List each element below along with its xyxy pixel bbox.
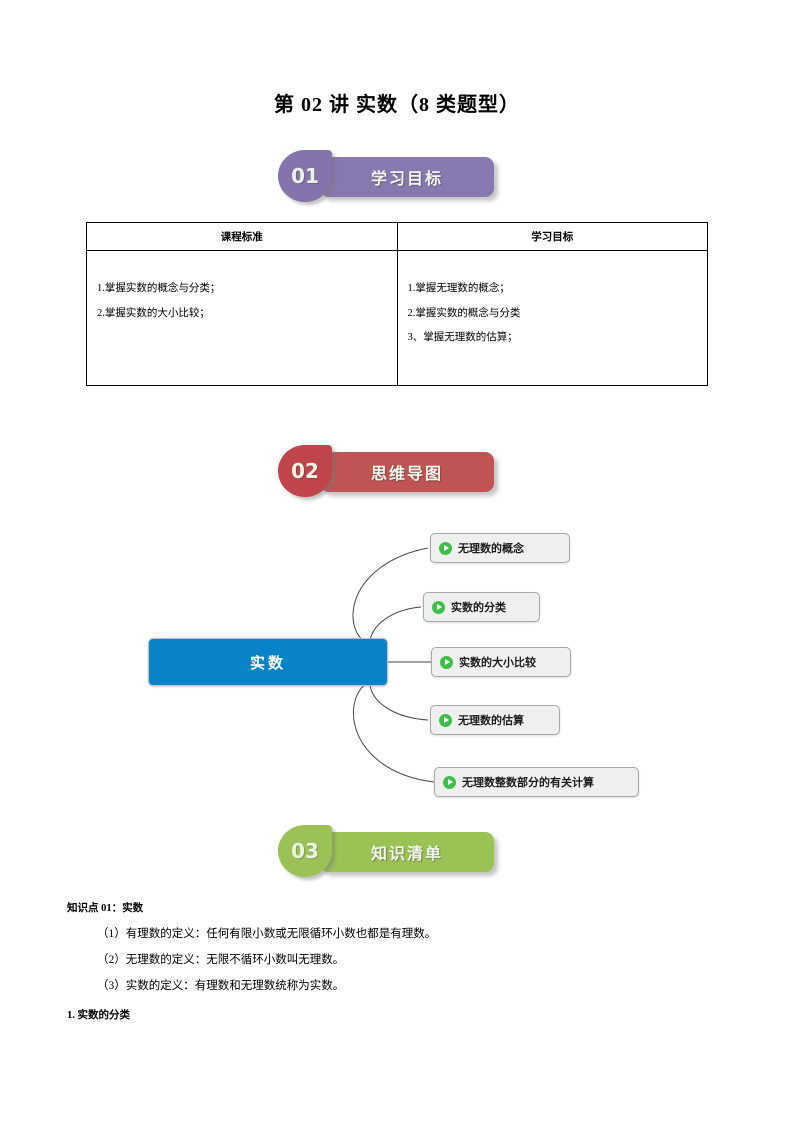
section-number-badge-02: 02: [278, 445, 332, 497]
mindmap-node-label: 实数的大小比较: [459, 656, 536, 669]
play-circle-icon: [439, 713, 452, 727]
page-title: 第 02 讲 实数（8 类题型）: [274, 94, 520, 116]
mindmap-node-1[interactable]: 无理数的概念: [430, 533, 570, 563]
mindmap-node-label: 无理数的概念: [458, 542, 524, 555]
section-number-badge-03: 03: [278, 825, 332, 877]
section-label-pill-02: 思维导图: [320, 452, 494, 492]
section-label-pill-01: 学习目标: [320, 157, 494, 197]
play-circle-icon: [443, 775, 456, 789]
section-banner-01: 01 学习目标: [0, 148, 794, 204]
play-circle-icon: [432, 600, 445, 614]
cell-standards: 1.掌握实数的概念与分类； 2.掌握实数的大小比较；: [86, 250, 398, 386]
knowledge-item-2: （2）无理数的定义：无限不循环小数叫无理数。: [97, 954, 345, 966]
section-number-badge-01: 01: [278, 150, 332, 202]
column-header-goals: 学习目标: [396, 222, 708, 251]
play-circle-icon: [440, 655, 453, 669]
mindmap-root-node[interactable]: 实数: [148, 638, 388, 686]
mindmap-node-3[interactable]: 实数的大小比较: [431, 647, 571, 677]
mindmap-node-4[interactable]: 无理数的估算: [430, 705, 560, 735]
play-circle-icon: [439, 541, 452, 555]
table-header-row: 课程标准 学习目标: [86, 222, 708, 251]
goal-item: 2.掌握实数的概念与分类: [407, 307, 521, 319]
section-banner-02: 02 思维导图: [0, 443, 794, 499]
mindmap-node-5[interactable]: 无理数整数部分的有关计算: [434, 767, 639, 797]
mindmap-root-label: 实数: [249, 653, 286, 672]
objectives-table: 课程标准 学习目标 1.掌握实数的概念与分类； 2.掌握实数的大小比较； 1.掌…: [86, 222, 708, 386]
standard-item: 2.掌握实数的大小比较；: [97, 307, 210, 319]
mindmap-node-2[interactable]: 实数的分类: [423, 592, 540, 622]
cell-goals: 1.掌握无理数的概念； 2.掌握实数的概念与分类 3、掌握无理数的估算；: [396, 250, 708, 386]
knowledge-item-1: （1）有理数的定义：任何有限小数或无限循环小数也都是有理数。: [97, 928, 437, 940]
table-row: 1.掌握实数的概念与分类； 2.掌握实数的大小比较； 1.掌握无理数的概念； 2…: [86, 250, 708, 386]
mindmap-node-label: 无理数的估算: [458, 714, 524, 727]
knowledge-point-heading: 知识点 01：实数: [67, 903, 144, 914]
mindmap-diagram: 实数 无理数的概念 实数的分类 实数的大小比较 无理数的估算 无理数整数部分的有…: [86, 520, 708, 812]
column-header-standards: 课程标准: [86, 222, 398, 251]
knowledge-item-3: （3）实数的定义：有理数和无理数统称为实数。: [97, 980, 345, 992]
knowledge-sub-heading: 1. 实数的分类: [67, 1010, 130, 1021]
standard-item: 1.掌握实数的概念与分类；: [97, 283, 221, 294]
section-label-pill-03: 知识清单: [320, 832, 494, 872]
goal-item: 1.掌握无理数的概念；: [407, 283, 510, 294]
mindmap-node-label: 实数的分类: [451, 601, 506, 614]
section-banner-03: 03 知识清单: [0, 823, 794, 879]
mindmap-node-label: 无理数整数部分的有关计算: [462, 776, 594, 789]
goal-item: 3、掌握无理数的估算；: [407, 332, 518, 344]
